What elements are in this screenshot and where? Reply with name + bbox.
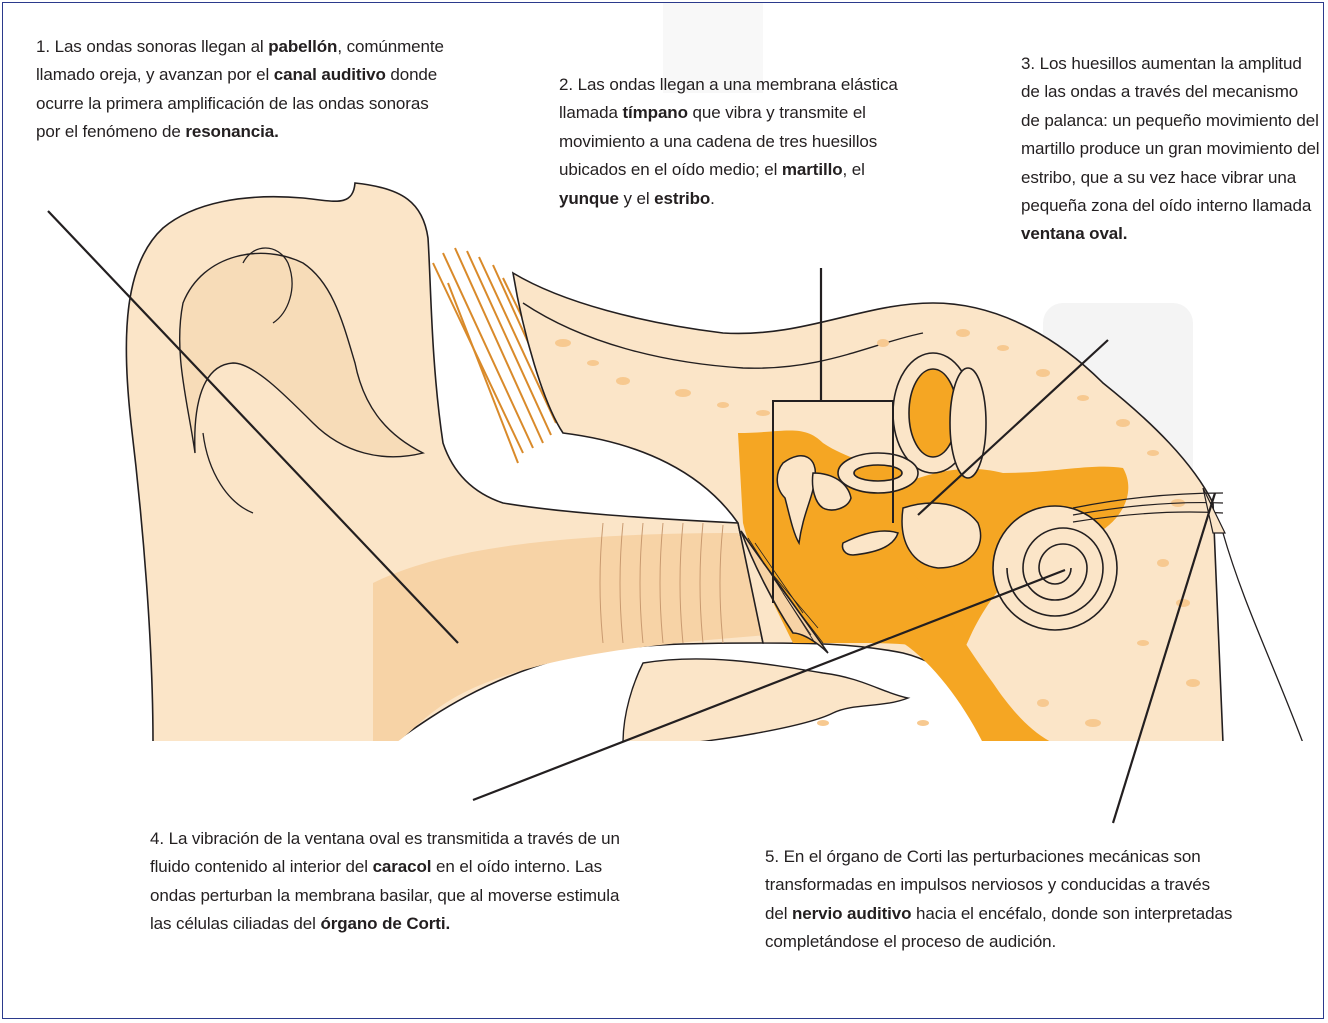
cochlea	[993, 506, 1117, 630]
caption-term: estribo	[654, 189, 710, 208]
caption-term: martillo	[782, 160, 843, 179]
caption-text: , el	[842, 160, 864, 179]
caption-term: caracol	[373, 857, 432, 876]
caption-text: 3. Los huesillos aumentan la amplitud de…	[1021, 54, 1319, 215]
caption-term: pabellón	[268, 37, 337, 56]
caption-corti: 5. En el órgano de Corti las perturbacio…	[765, 843, 1235, 957]
mastoid-base	[623, 659, 908, 743]
caption-term: resonancia.	[185, 122, 278, 141]
caption-term: nervio auditivo	[792, 904, 911, 923]
caption-pabellon: 1. Las ondas sonoras llegan al pabellón,…	[36, 33, 456, 147]
caption-term: yunque	[559, 189, 619, 208]
skull-edge	[1223, 533, 1303, 743]
caption-caracol: 4. La vibración de la ventana oval es tr…	[150, 825, 620, 939]
caption-text: 1. Las ondas sonoras llegan al	[36, 37, 268, 56]
caption-term: canal auditivo	[274, 65, 386, 84]
caption-text: .	[710, 189, 715, 208]
caption-term: ventana oval.	[1021, 224, 1127, 243]
caption-huesillos: 3. Los huesillos aumentan la amplitud de…	[1021, 50, 1321, 249]
caption-text: y el	[619, 189, 654, 208]
caption-timpano: 2. Las ondas llegan a una membrana elást…	[559, 71, 909, 213]
caption-term: tímpano	[622, 103, 687, 122]
caption-term: órgano de Corti.	[320, 914, 450, 933]
